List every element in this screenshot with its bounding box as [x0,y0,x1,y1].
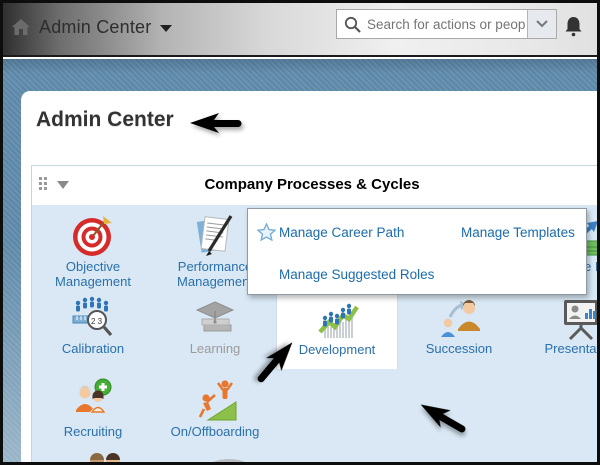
chevron-down-icon [536,20,548,28]
growth-chart-icon [318,303,359,338]
drag-handle-icon[interactable] [39,177,47,190]
tile-learning[interactable]: Learning [154,289,276,369]
easel-icon [564,299,598,340]
link-manage-career-path[interactable]: Manage Career Path [279,225,405,240]
app-title-menu[interactable]: Admin Center [39,17,173,38]
tile-label: Succession [425,341,493,356]
favorite-star-icon[interactable] [257,223,276,241]
top-navigation-bar: Admin Center [0,0,600,57]
panel-body: Objective Management [32,205,600,465]
panel-header: Company Processes & Cycles [32,166,600,205]
magnifier-people-icon: 2 3 [72,296,113,336]
app-title-label: Admin Center [39,17,152,37]
tile-label: Performance Management [177,259,253,289]
panel-title: Company Processes & Cycles [204,176,420,193]
search-input[interactable] [365,16,527,32]
tile-objective-management[interactable]: Objective Management [32,205,154,289]
clipped-tile-icon [90,453,120,465]
annotation-arrow-career-path [420,404,466,433]
succession-people-icon [441,299,480,337]
link-manage-suggested-roles[interactable]: Manage Suggested Roles [279,267,435,282]
tile-row: Recruiting [32,369,600,453]
annotation-arrow-admin-center [190,113,242,133]
tile-succession[interactable]: Succession [398,289,520,369]
tile-on-offboarding[interactable]: On/Offboarding [154,369,276,453]
tile-label: Objective Management [55,259,131,289]
graduation-cap-icon [195,300,235,331]
tile-label: Presentation [544,341,600,356]
notifications-bell-icon[interactable] [564,16,583,37]
link-manage-templates[interactable]: Manage Templates [461,225,575,240]
svg-text:2 3: 2 3 [91,317,103,326]
search-scope-dropdown[interactable] [527,10,556,38]
tile-calibration[interactable]: 2 3 Calibration [32,289,154,369]
tile-label: Development [298,342,376,357]
document-pen-icon [196,214,233,256]
collapse-triangle-icon[interactable] [57,181,69,189]
clipped-tile-icon [211,459,247,465]
tile-label: On/Offboarding [170,424,260,439]
target-icon [73,215,112,256]
chevron-down-icon [160,24,173,32]
home-icon[interactable] [12,19,30,36]
search-box [336,9,557,39]
search-icon [344,16,361,33]
tile-recruiting[interactable]: Recruiting [32,369,154,453]
tile-row: 2 3 Calibration Learning [32,289,600,369]
climbing-figures-icon [198,380,237,421]
development-submenu: Manage Career Path Manage Templates Mana… [247,208,587,295]
page-title: Admin Center [36,108,174,131]
tile-presentation[interactable]: Presentation [520,289,600,369]
tile-label: Learning [189,341,241,356]
tile-label: Calibration [61,341,125,356]
tile-performance-management[interactable]: Performance Management [154,205,276,289]
annotation-arrow-development [257,342,293,383]
tile-label: Recruiting [63,424,123,439]
recruiting-people-icon [76,378,112,413]
